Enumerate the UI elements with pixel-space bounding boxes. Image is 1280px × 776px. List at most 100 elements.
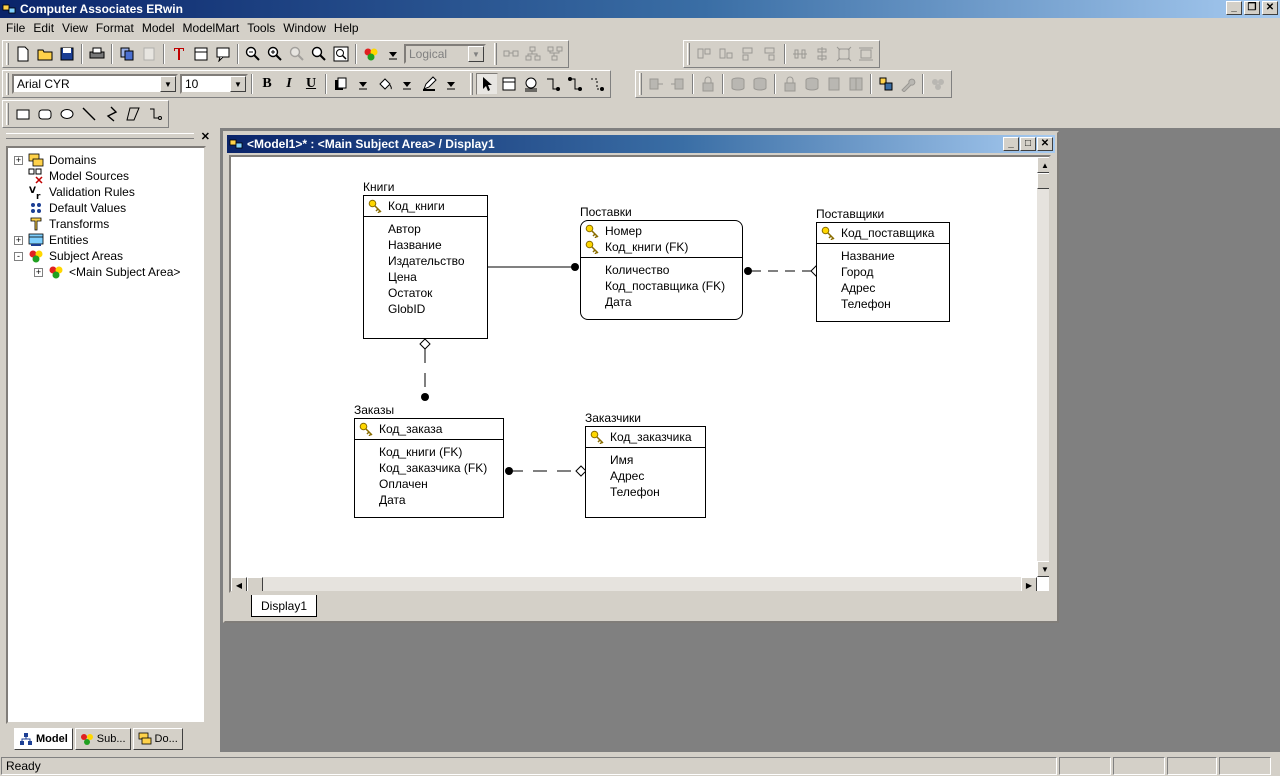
menu-modelmart[interactable]: ModelMart [182,21,240,35]
rel-zakazchiki-zakazy[interactable] [505,465,587,477]
menu-format[interactable]: Format [95,21,134,35]
attribute[interactable]: Название [388,238,442,252]
size-1-button[interactable] [833,43,855,65]
mm-open-button[interactable] [727,73,749,95]
pointer-tool-button[interactable] [476,73,498,95]
rel-postavshiki-postavki[interactable] [744,265,822,277]
menu-view[interactable]: View [62,21,88,35]
scroll-right-button[interactable]: ▶ [1021,577,1037,591]
attribute[interactable]: Издательство [388,254,465,268]
entity-display-button[interactable] [190,43,212,65]
diagram-canvas[interactable]: Книги Код_книги Автор Название Издательс… [229,155,1051,593]
restore-button[interactable]: ❐ [1244,1,1260,15]
pen-color-dropdown[interactable] [440,73,462,95]
many-to-many-rel-button[interactable] [564,73,586,95]
vertical-scrollbar[interactable]: ▲ ▼ [1037,157,1049,577]
draw-ellipse-button[interactable] [56,103,78,125]
expand-icon[interactable]: + [14,154,23,165]
tree-item-default-values[interactable]: Default Values [14,200,126,216]
attribute[interactable]: Количество [605,263,670,277]
zoom-in-button[interactable] [264,43,286,65]
tree-item-entities[interactable]: + Entities [14,232,88,248]
attribute[interactable]: Адрес [841,281,876,295]
entity-zakazchiki[interactable]: Код_заказчика Имя Адрес Телефон [585,426,706,518]
tree-item-main-subject-area[interactable]: + <Main Subject Area> [34,264,180,280]
key-attribute[interactable]: Номер [585,223,738,239]
space-2-button[interactable] [811,43,833,65]
attribute[interactable]: Оплачен [379,477,428,491]
line-color-dropdown[interactable] [396,73,418,95]
attribute[interactable]: Дата [605,295,632,309]
mm-users-button[interactable] [875,73,897,95]
scroll-thumb[interactable] [1037,173,1049,189]
tab-model[interactable]: Model [14,728,73,750]
attribute[interactable]: Код_книги (FK) [379,445,463,459]
attribute[interactable]: Код_заказчика (FK) [379,461,488,475]
key-attribute[interactable]: Код_поставщика [821,225,945,241]
copy-button[interactable] [116,43,138,65]
key-attribute[interactable]: Код_книги [368,198,483,214]
model-type-select[interactable]: Logical ▼ [404,44,486,64]
fill-color-button[interactable] [330,73,352,95]
tree-item-model-sources[interactable]: Model Sources [14,168,129,184]
scroll-up-button[interactable]: ▲ [1037,157,1049,173]
attribute[interactable]: Город [841,265,874,279]
mm-tools-button[interactable] [897,73,919,95]
draw-connector-button[interactable] [144,103,166,125]
mm-wizard-button[interactable] [927,73,949,95]
zoom-actual-button[interactable] [286,43,308,65]
transform-2-button[interactable] [522,43,544,65]
bold-button[interactable]: B [262,76,272,91]
tree-item-domains[interactable]: + Domains [14,152,96,168]
non-identifying-rel-button[interactable] [586,73,608,95]
menu-help[interactable]: Help [333,21,359,35]
tab-display1[interactable]: Display1 [251,595,317,617]
expand-icon[interactable]: + [14,234,23,245]
mm-change-button[interactable] [845,73,867,95]
entity-tool-button[interactable] [498,73,520,95]
align-3-button[interactable] [737,43,759,65]
attribute[interactable]: Имя [610,453,634,467]
menu-edit[interactable]: Edit [33,21,55,35]
rel-knigi-postavki[interactable] [487,263,579,271]
identifying-rel-button[interactable] [542,73,564,95]
tree-item-subject-areas[interactable]: - Subject Areas [14,248,123,264]
close-button[interactable]: ✕ [1037,137,1053,151]
align-1-button[interactable] [693,43,715,65]
close-button[interactable]: ✕ [1262,1,1278,15]
mm-connect-button[interactable] [645,73,667,95]
font-size-select[interactable]: 10 ▼ [180,74,248,94]
draw-rectangle-button[interactable] [12,103,34,125]
zoom-out-button[interactable] [242,43,264,65]
entity-knigi[interactable]: Код_книги Автор Название Издательство Це… [363,195,488,339]
align-2-button[interactable] [715,43,737,65]
menu-model[interactable]: Model [141,21,175,35]
horizontal-scrollbar[interactable]: ◀ ▶ [231,577,1037,591]
fill-color-dropdown[interactable] [352,73,374,95]
mm-lock-button[interactable] [697,73,719,95]
paste-button[interactable] [138,43,160,65]
key-attribute[interactable]: Код_заказа [359,421,499,437]
zoom-fit-button[interactable] [308,43,330,65]
attribute[interactable]: Телефон [841,297,891,311]
draw-polyline-button[interactable] [100,103,122,125]
scroll-left-button[interactable]: ◀ [231,577,247,591]
attribute[interactable]: Телефон [610,485,660,499]
mm-security-button[interactable] [779,73,801,95]
subject-area-dropdown[interactable] [382,43,404,65]
italic-button[interactable]: I [286,76,292,91]
attribute[interactable]: GlobID [388,302,426,316]
space-1-button[interactable] [789,43,811,65]
tab-subject-areas[interactable]: Sub... [74,728,131,750]
mm-disconnect-button[interactable] [667,73,689,95]
underline-button[interactable]: U [305,76,317,91]
mm-report-button[interactable] [823,73,845,95]
new-file-button[interactable] [12,43,34,65]
attribute[interactable]: Дата [379,493,406,507]
entity-postavki[interactable]: Номер Код_книги (FK) Количество Код_пост… [580,220,743,320]
draw-rounded-rect-button[interactable] [34,103,56,125]
pen-color-button[interactable] [418,73,440,95]
attribute[interactable]: Код_поставщика (FK) [605,279,726,293]
size-2-button[interactable] [855,43,877,65]
open-file-button[interactable] [34,43,56,65]
